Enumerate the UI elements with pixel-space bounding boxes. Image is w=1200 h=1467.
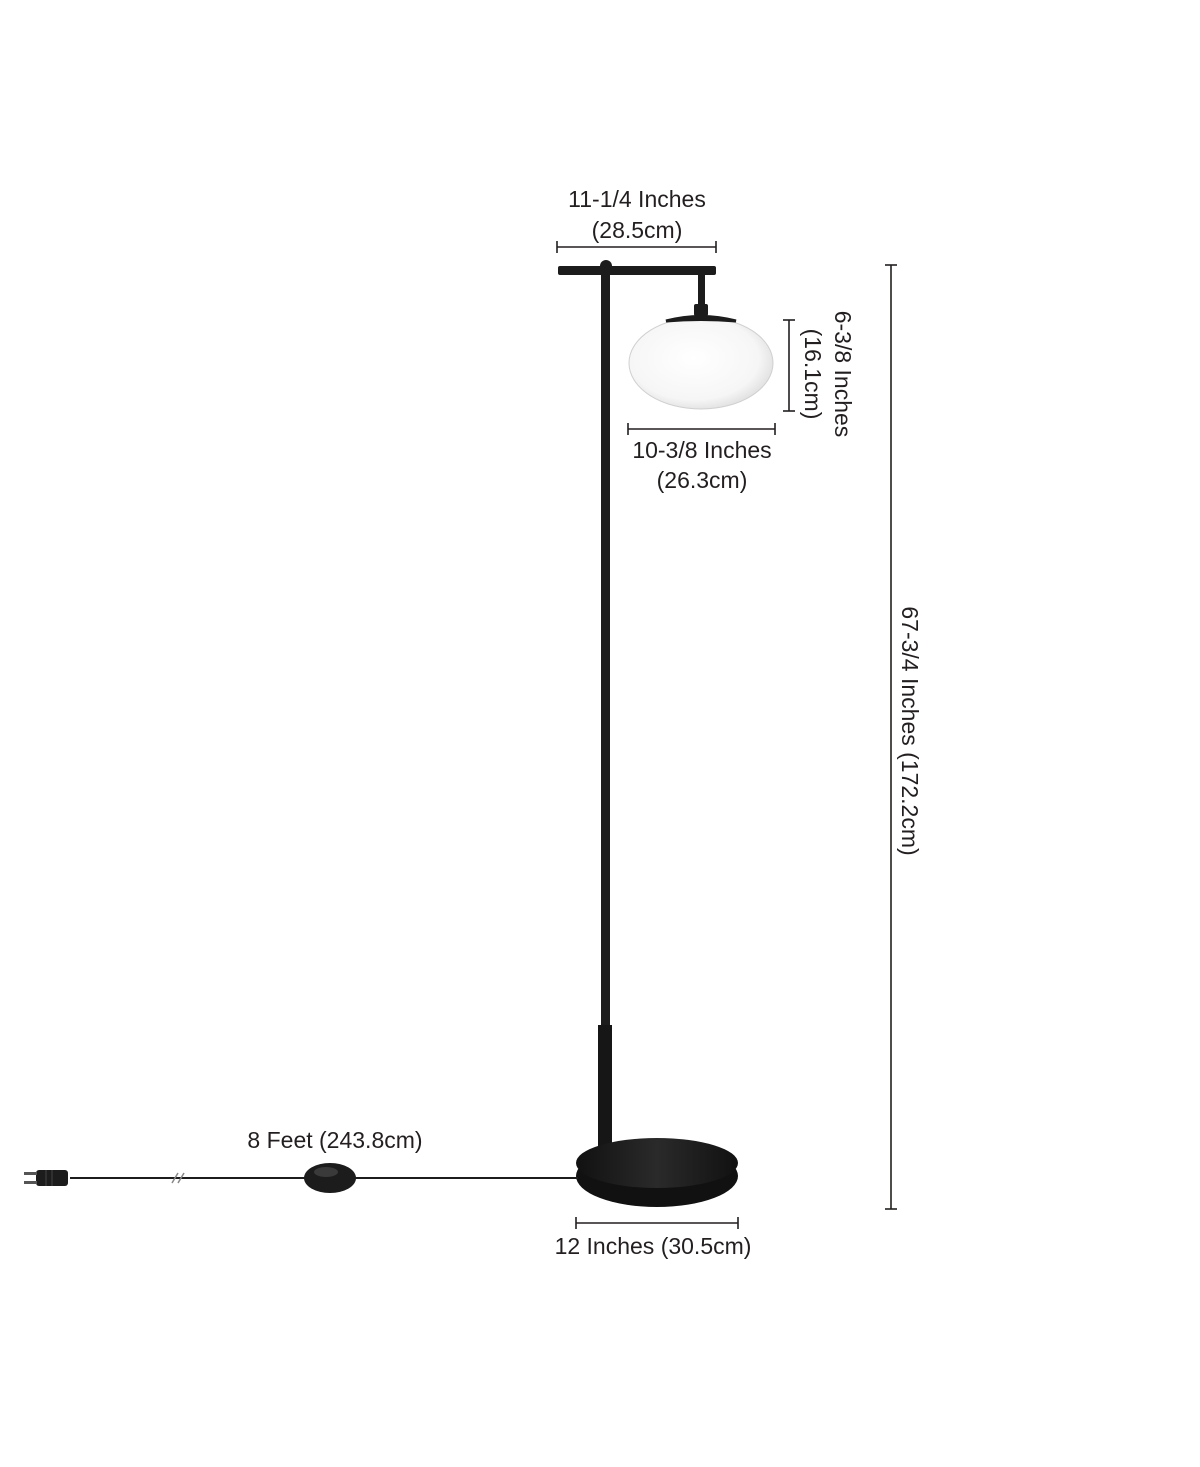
lamp-illustration [24, 260, 774, 1207]
cord-break-mark [171, 1172, 185, 1184]
lamp-base-top [576, 1138, 738, 1188]
base-diameter-label: 12 Inches (30.5cm) [555, 1233, 752, 1259]
cord-length-label: 8 Feet (243.8cm) [247, 1127, 422, 1153]
dimension-cord-length: 8 Feet (243.8cm) [247, 1127, 422, 1153]
shade-hanging-rod [698, 274, 705, 306]
arm-width-label-metric: (28.5cm) [592, 217, 683, 243]
dimension-base-diameter: 12 Inches (30.5cm) [555, 1217, 752, 1259]
power-plug-icon [24, 1170, 68, 1186]
shade-height-label-metric: (16.1cm) [800, 329, 826, 420]
lamp-pole [601, 272, 610, 1028]
lamp-top-arm [558, 266, 716, 275]
shade-width-label-metric: (26.3cm) [657, 467, 748, 493]
shade-height-label: 6-3/8 Inches [830, 311, 856, 438]
shade-width-label: 10-3/8 Inches [632, 437, 771, 463]
dimension-total-height: 67-3/4 Inches (172.2cm) [885, 264, 923, 1210]
dimension-shade-height: 6-3/8 Inches (16.1cm) [783, 311, 856, 438]
total-height-label: 67-3/4 Inches (172.2cm) [897, 606, 923, 855]
dimension-arm-width: 11-1/4 Inches (28.5cm) [556, 186, 717, 253]
glass-shade [628, 316, 774, 410]
shade-cap [665, 315, 737, 323]
shade-socket [694, 304, 708, 316]
arm-width-label: 11-1/4 Inches [568, 186, 706, 212]
dimension-shade-width: 10-3/8 Inches (26.3cm) [627, 423, 776, 493]
lamp-pole-lower-sleeve [598, 1025, 612, 1157]
foot-switch-highlight [314, 1167, 338, 1177]
arm-joint [600, 260, 612, 272]
